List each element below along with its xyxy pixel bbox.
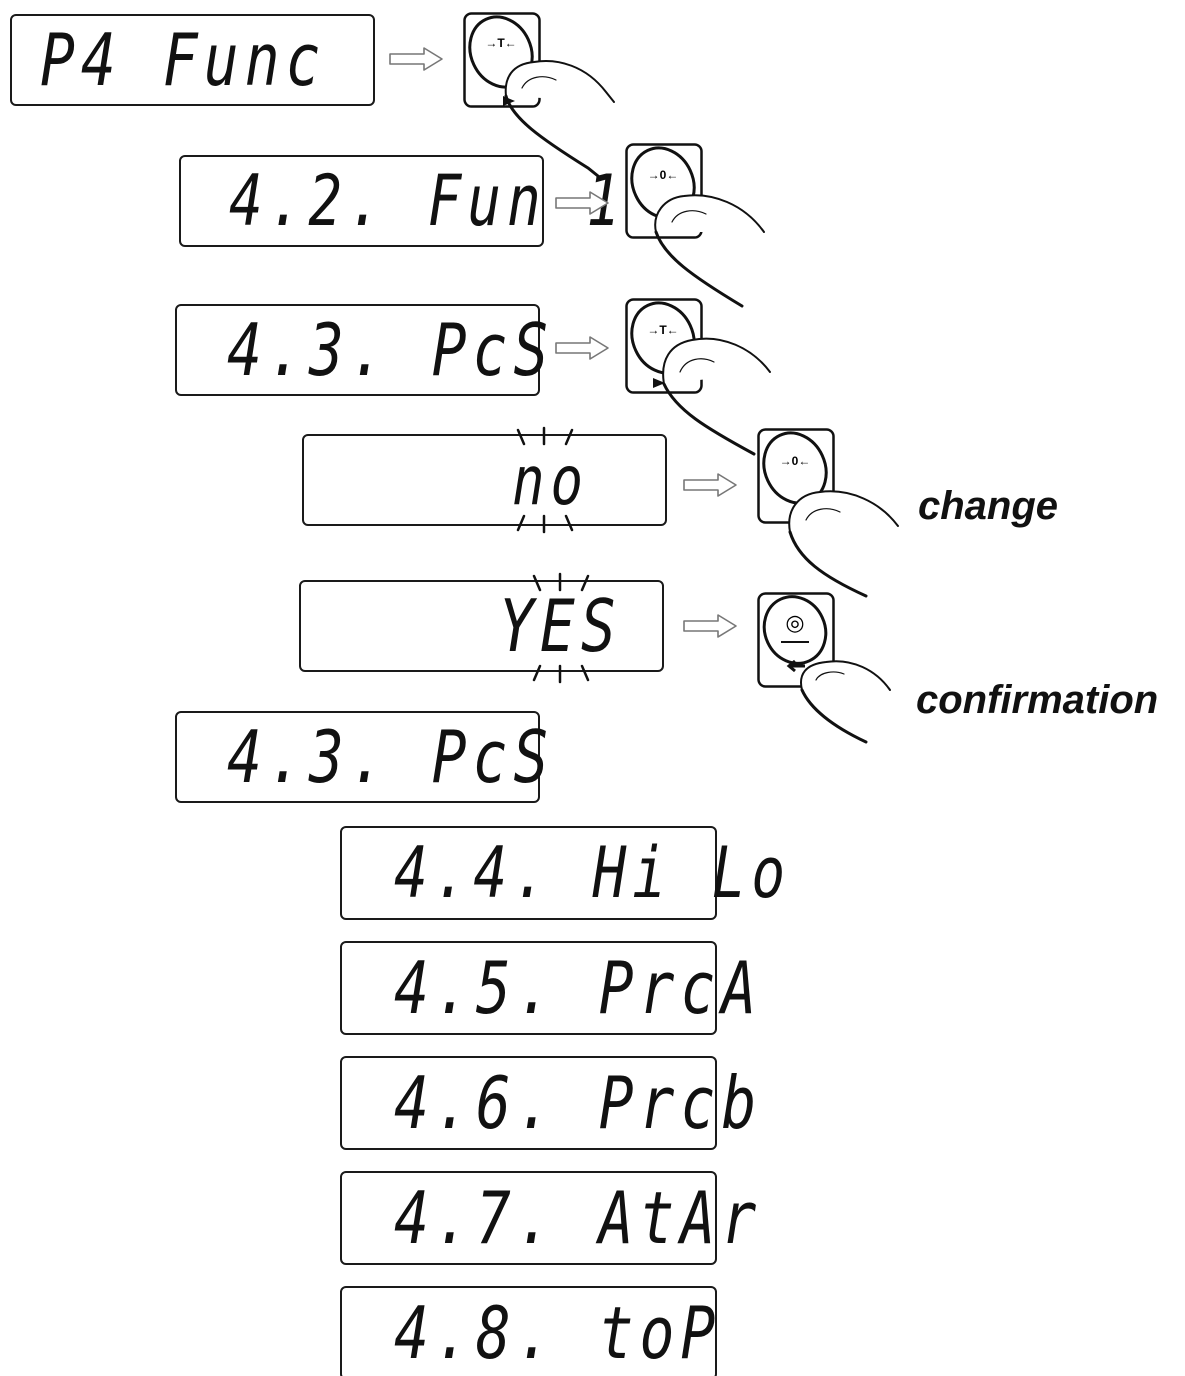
display-prca: 4.5. PrcA: [340, 941, 756, 1035]
display-top-text: 4.8. toP: [394, 1290, 722, 1376]
display-atar-text: 4.7. AtAr: [394, 1175, 763, 1261]
display-p4-func-text: P4 Func: [40, 17, 327, 103]
display-p4-func: P4 Func: [10, 14, 375, 106]
display-prcb: 4.6. Prcb: [340, 1056, 756, 1150]
display-atar: 4.7. AtAr: [340, 1171, 756, 1265]
change-label: change: [918, 484, 1059, 528]
display-pcs-text: 4.3. PcS: [227, 307, 555, 393]
display-no-text: no: [512, 440, 590, 520]
display-prca-text: 4.5. PrcA: [394, 945, 763, 1031]
print-key-symbol: ◎: [785, 611, 805, 636]
arrow-icon: [555, 336, 609, 360]
print-key-icon: [757, 592, 835, 688]
display-hilo-text: 4.4. Hi Lo: [394, 832, 792, 914]
blink-marks-no: [516, 426, 574, 534]
finger-icon: [654, 194, 765, 308]
blink-marks-yes: [532, 572, 590, 684]
arrow-icon: [389, 47, 443, 71]
display-yes: YES: [299, 580, 664, 672]
display-top: 4.8. toP: [340, 1286, 717, 1376]
finger-icon: [800, 660, 891, 744]
tare-key-symbol: →T←: [647, 323, 679, 337]
finger-icon: [504, 60, 615, 178]
zero-key-symbol: →0←: [779, 454, 811, 468]
finger-icon: [662, 337, 771, 456]
display-no: no: [302, 434, 667, 526]
arrow-icon: [683, 614, 737, 638]
display-pcs-after-text: 4.3. PcS: [227, 714, 555, 800]
display-fun1: 4.2. Fun 1: [179, 155, 620, 247]
zero-key-symbol: →0←: [647, 168, 679, 182]
tare-key-symbol: →T←: [485, 36, 517, 50]
confirmation-label: confirmation: [916, 678, 1159, 722]
display-pcs-after: 4.3. PcS: [175, 711, 548, 803]
finger-icon: [788, 490, 899, 598]
display-pcs: 4.3. PcS: [175, 304, 548, 396]
print-enter-key[interactable]: ◎: [757, 592, 835, 688]
arrow-icon: [555, 191, 609, 215]
arrow-icon: [683, 473, 737, 497]
display-prcb-text: 4.6. Prcb: [394, 1060, 763, 1146]
display-yes-text: YES: [499, 583, 622, 669]
display-fun1-text: 4.2. Fun 1: [229, 160, 627, 242]
display-hilo: 4.4. Hi Lo: [340, 826, 785, 920]
